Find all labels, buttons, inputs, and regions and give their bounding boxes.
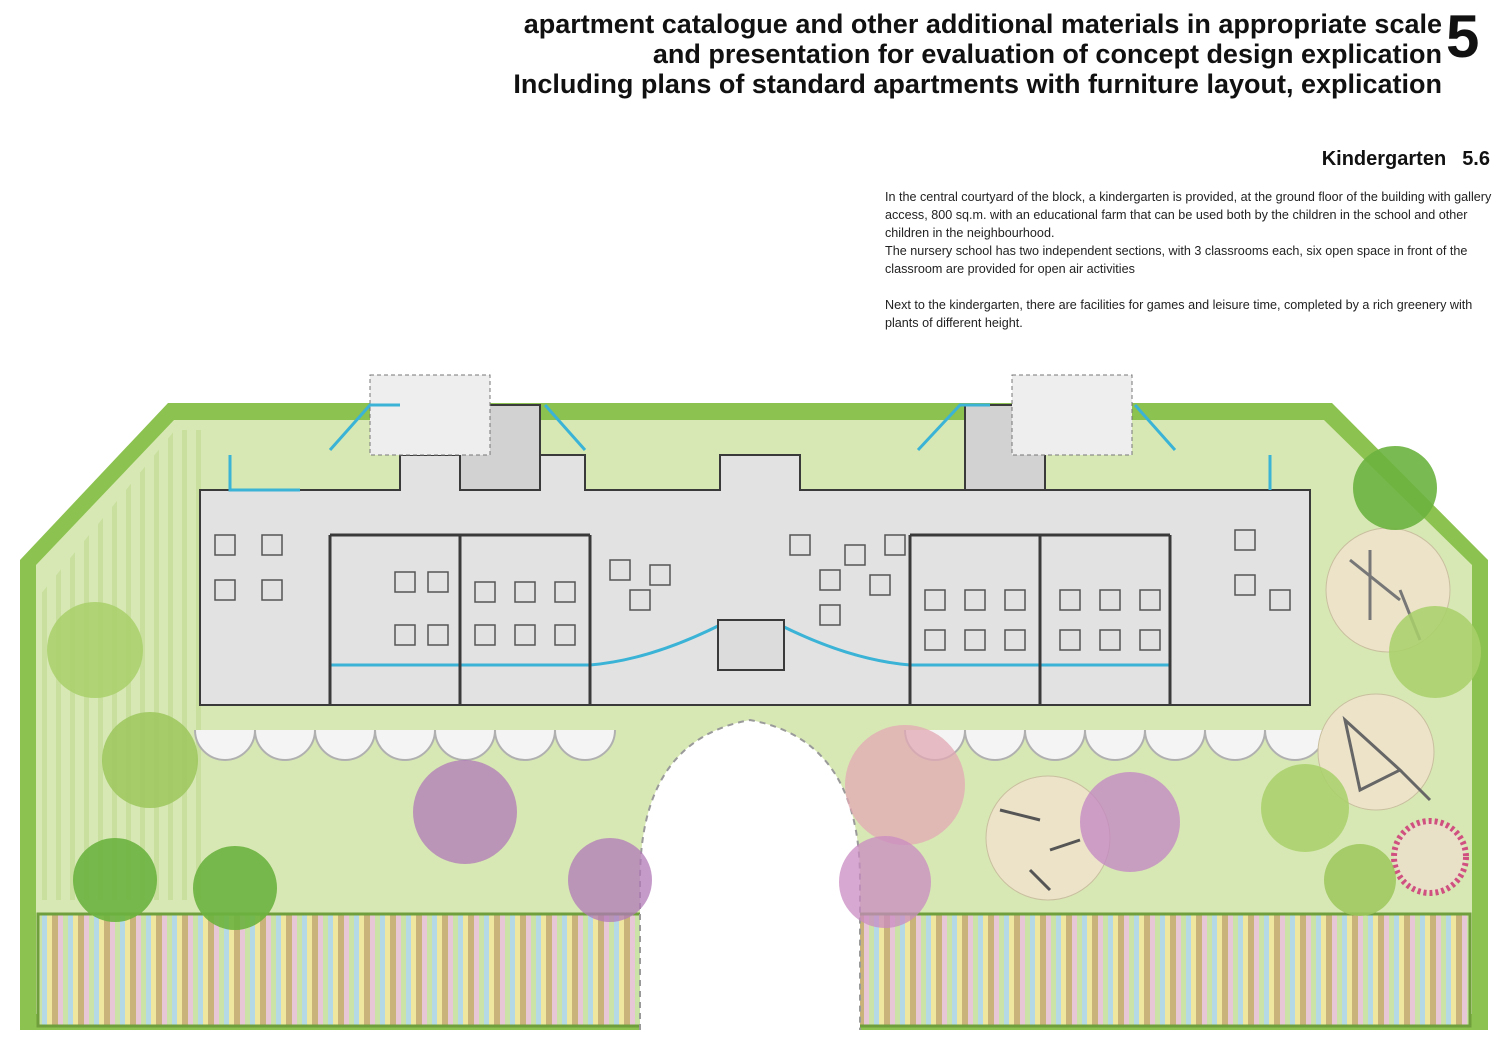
tree-flowering: [568, 838, 652, 922]
tree: [73, 838, 157, 922]
terrace-arcs-left: [194, 729, 616, 761]
trees: [47, 446, 1481, 930]
furniture: [214, 529, 1291, 651]
entrance-porch: [717, 619, 785, 671]
tree: [1261, 764, 1349, 852]
chapter-number: 5: [1446, 3, 1480, 70]
glazing-left: [228, 403, 587, 492]
flower-bed-right: [802, 912, 1472, 1028]
glazing-front: [330, 623, 1170, 667]
terrace-arcs-right: [904, 729, 1326, 761]
description: In the central courtyard of the block, a…: [885, 188, 1493, 332]
colorful-play-circle: [1391, 818, 1469, 896]
flower-bed-left: [36, 912, 702, 1028]
tree: [1389, 606, 1481, 698]
tree: [1324, 844, 1396, 916]
description-paragraph-2: The nursery school has two independent s…: [885, 244, 1468, 276]
header-line-2: and presentation for evaluation of conce…: [652, 39, 1442, 69]
tree: [102, 712, 198, 808]
tree: [193, 846, 277, 930]
tree-flowering: [839, 836, 931, 928]
core-block-right: [1011, 374, 1133, 456]
classroom-walls: [328, 533, 1172, 705]
playground-areas: [985, 527, 1469, 901]
tree: [1353, 446, 1437, 530]
entrance-path: [639, 718, 861, 1030]
description-paragraph-1: In the central courtyard of the block, a…: [885, 190, 1492, 240]
header-line-3: Including plans of standard apartments w…: [513, 69, 1442, 99]
tree-flowering: [845, 725, 965, 845]
tree: [47, 602, 143, 698]
section-title: Kindergarten: [1321, 148, 1447, 170]
kindergarten-building: [199, 374, 1311, 706]
section-number: 5.6: [1462, 148, 1490, 170]
glazing-right: [916, 403, 1272, 490]
core-block-left: [369, 374, 491, 456]
section-heading: Kindergarten 5.6: [1322, 148, 1490, 171]
tree-flowering: [1080, 772, 1180, 872]
header-line-1: apartment catalogue and other additional…: [523, 9, 1442, 39]
description-paragraph-3: Next to the kindergarten, there are faci…: [885, 298, 1473, 330]
tree-flowering: [413, 760, 517, 864]
slide-icon: [1342, 715, 1432, 802]
swing-icon: [999, 808, 1081, 892]
